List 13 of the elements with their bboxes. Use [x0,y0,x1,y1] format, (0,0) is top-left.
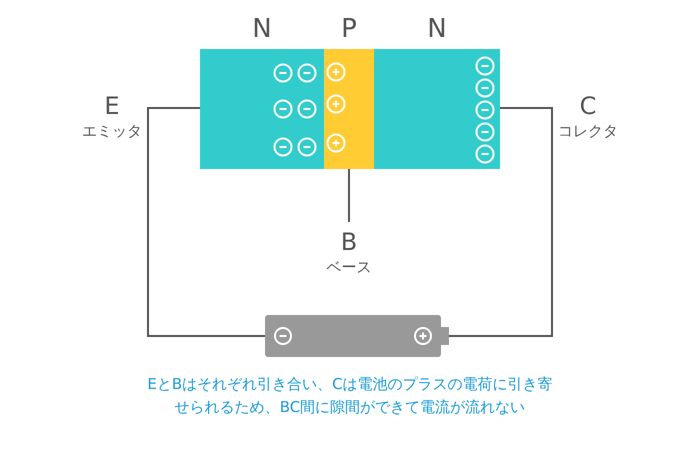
terminal-name: エミッタ [81,121,143,142]
caption: EとBはそれぞれ引き合い、Cは電池のプラスの電荷に引き寄せられるため、BC間に隙間ができて電流が流れない [146,374,554,418]
wire [147,107,265,337]
wire [348,169,350,222]
terminal-name: ベース [326,257,372,278]
region-label: N [251,14,273,44]
terminal-letter: E [103,92,121,120]
region-label: N [426,14,448,44]
wire [449,107,553,337]
terminal-name: コレクタ [557,121,619,142]
terminal-letter: B [340,228,358,256]
terminal-letter: C [578,92,598,120]
region-label: P [340,14,358,44]
